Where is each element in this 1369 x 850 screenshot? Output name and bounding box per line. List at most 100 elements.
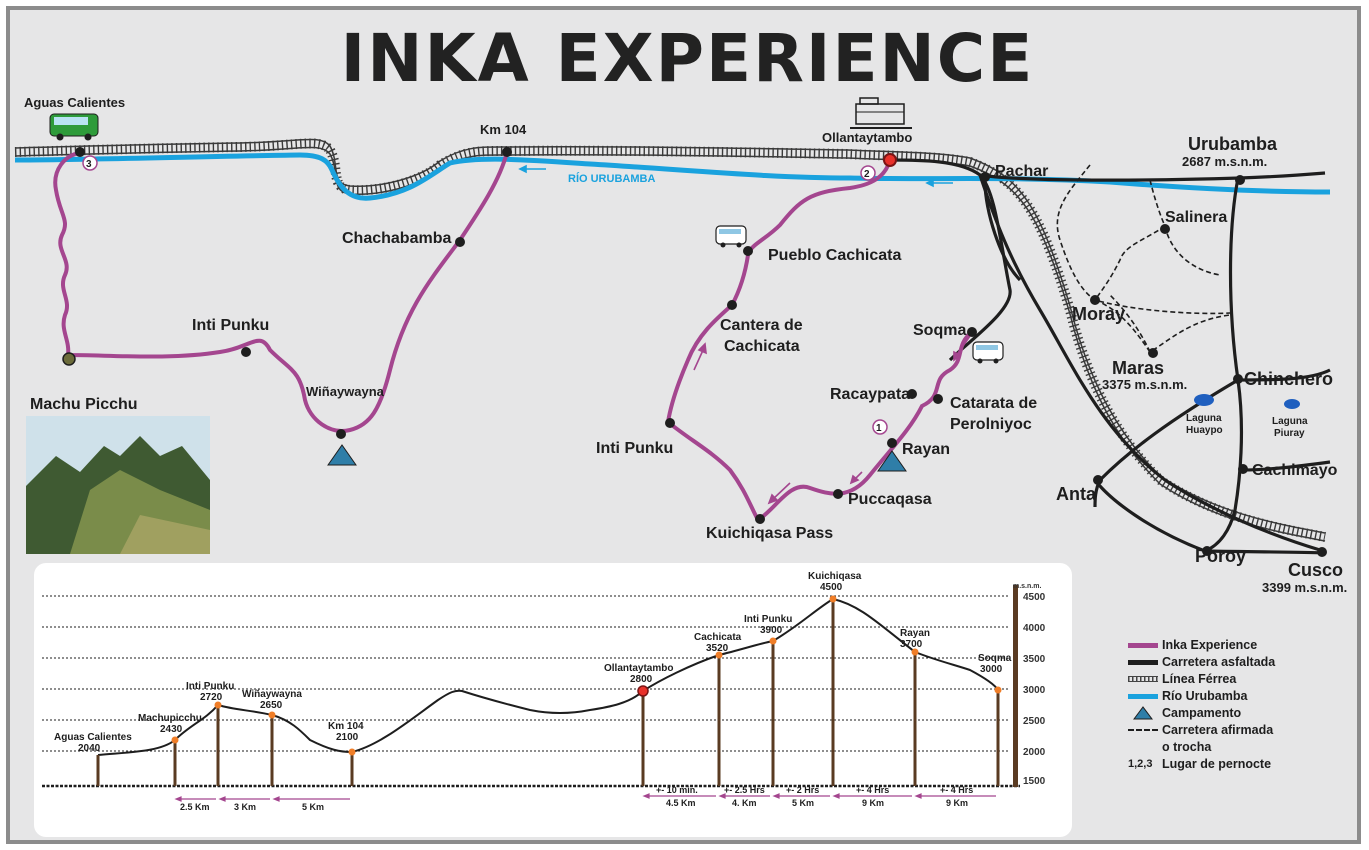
profile-gridlines (42, 595, 1010, 752)
profile-name-inti-punku-2: Inti Punku (744, 614, 792, 625)
legend-label-camp: Campamento (1162, 706, 1242, 720)
map-frame: INKA EXPERIENCE RÍO URUBAMBA (6, 6, 1361, 844)
label-puccaqasa: Puccaqasa (848, 491, 932, 508)
label-chinchero: Chinchero (1244, 369, 1333, 389)
label-cantera: Cantera de (720, 317, 803, 334)
label-laguna-huaypo: Laguna (1186, 413, 1222, 424)
label-maras: Maras (1112, 358, 1164, 378)
label-laguna-huaypo-2: Huaypo (1186, 425, 1223, 436)
label-soqma: Soqma (913, 322, 966, 339)
profile-name-cachicata: Cachicata (694, 632, 742, 643)
label-racaypata: Racaypata (830, 386, 910, 403)
profile-unit-label: m.s.n.m. (1013, 583, 1041, 590)
train-icon (850, 97, 912, 129)
segment-right-5-dist: 9 Km (946, 798, 968, 808)
inka-trail-west (53, 151, 509, 433)
legend-night-numbers: 1,2,3 (1128, 758, 1153, 770)
label-urubamba-alt: 2687 m.s.n.m. (1182, 154, 1267, 169)
profile-name-rayan: Rayan (900, 628, 930, 639)
profile-alt-inti-punku-1: 2720 (200, 692, 223, 703)
y-tick-2000: 2000 (1023, 747, 1046, 758)
map-nodes (62, 147, 1327, 557)
profile-poles (96, 599, 1000, 786)
van-icon (715, 225, 747, 248)
profile-alt-winaywayna: 2650 (260, 700, 283, 711)
profile-alt-soqma: 3000 (980, 664, 1003, 675)
profile-alt-cachicata: 3520 (706, 643, 729, 654)
label-maras-alt: 3375 m.s.n.m. (1102, 377, 1187, 392)
night-marker-2: 2 (864, 169, 870, 180)
label-rayan: Rayan (902, 441, 950, 458)
label-pueblo-cachicata: Pueblo Cachicata (768, 247, 901, 264)
profile-name-soqma: Soqma (978, 653, 1012, 664)
label-laguna-piuray-2: Piuray (1274, 428, 1305, 439)
laguna-icon (1194, 394, 1300, 409)
label-catarata-2: Perolniyoc (950, 416, 1032, 433)
label-moray: Moray (1072, 304, 1125, 324)
camp-tent-icon (327, 444, 907, 472)
segment-right-1-time: +- 10 min. (656, 785, 698, 795)
label-chachabamba: Chachabamba (342, 230, 451, 247)
legend-label-night: Lugar de pernocte (1162, 757, 1272, 771)
label-cachimayo: Cachimayo (1252, 462, 1338, 479)
legend-label-rail: Línea Férrea (1162, 672, 1237, 686)
legend-label-trail: Inka Experience (1162, 638, 1258, 652)
trail-direction-arrows (693, 335, 971, 505)
profile-name-km104: Km 104 (328, 721, 364, 732)
profile-y-axis: m.s.n.m. 4500 4000 3500 3000 2500 2000 1… (1013, 583, 1046, 787)
profile-alt-ollantaytambo: 2800 (630, 674, 653, 685)
legend-item-camp: Campamento (1128, 706, 1241, 720)
y-tick-3000: 3000 (1023, 685, 1046, 696)
label-inti-punku-west: Inti Punku (192, 317, 269, 334)
profile-name-winaywayna: Wiñaywayna (242, 689, 302, 700)
profile-alt-aguas-calientes: 2040 (78, 743, 101, 754)
elevation-profile: Aguas Calientes 2040 Machupicchu 2430 In… (34, 563, 1072, 837)
legend-swatch-trail (1128, 642, 1158, 648)
segment-right-4-time: +- 4 Hrs (856, 785, 889, 795)
legend-item-dirt-road: Carretera afirmada (1128, 723, 1273, 737)
camp-tent-legend-icon (1128, 706, 1158, 720)
profile-alt-machupicchu: 2430 (160, 724, 183, 735)
night-markers: 3 2 1 (82, 155, 888, 435)
y-tick-4000: 4000 (1023, 623, 1046, 634)
legend-swatch-dirt-road (1128, 729, 1158, 731)
map-title: INKA EXPERIENCE (340, 20, 1035, 97)
label-anta: Anta (1056, 484, 1097, 504)
machu-picchu-image (26, 416, 210, 554)
profile-markers (171, 595, 1002, 756)
profile-alt-inti-punku-2: 3900 (760, 625, 783, 636)
profile-name-ollantaytambo: Ollantaytambo (604, 663, 673, 674)
label-cantera-2: Cachicata (724, 338, 800, 355)
label-urubamba: Urubamba (1188, 134, 1278, 154)
night-marker-1: 1 (876, 423, 882, 434)
legend-item-rail: Línea Férrea (1128, 672, 1236, 686)
segment-right-5-time: +- 4 Hrs (940, 785, 973, 795)
map-legend: Inka Experience Carretera asfaltada Líne… (1122, 630, 1298, 786)
label-machu-picchu: Machu Picchu (30, 396, 138, 413)
van-icon-2 (972, 341, 1004, 364)
legend-swatch-road (1128, 659, 1158, 665)
legend-label-river: Río Urubamba (1162, 689, 1248, 703)
profile-alt-rayan: 3700 (900, 639, 923, 650)
profile-curve (97, 597, 999, 756)
label-km104: Km 104 (480, 122, 527, 137)
river-flow-arrow (518, 164, 953, 188)
y-tick-4500: 4500 (1023, 592, 1046, 603)
label-catarata: Catarata de (950, 395, 1037, 412)
label-salinera: Salinera (1165, 209, 1227, 226)
map-labels: Aguas Calientes Km 104 Ollantaytambo Pac… (24, 95, 1347, 595)
profile-name-aguas-calientes: Aguas Calientes (54, 732, 132, 743)
profile-name-kuichiqasa: Kuichiqasa (808, 571, 862, 582)
legend-swatch-river (1128, 693, 1158, 699)
legend-label-road: Carretera asfaltada (1162, 655, 1276, 669)
label-winaywayna: Wiñaywayna (306, 384, 385, 399)
label-kuichiqasa-pass: Kuichiqasa Pass (706, 525, 833, 542)
river-label: RÍO URUBAMBA (568, 172, 655, 185)
legend-swatch-rail (1128, 676, 1158, 682)
segment-right-2-time: +- 2.5 Hrs (724, 785, 765, 795)
profile-axis-bar (1013, 585, 1018, 787)
profile-segments: 2.5 Km 3 Km 5 Km +- 10 min. 4.5 Km +- 2.… (174, 785, 996, 812)
railway-line (14, 138, 1326, 542)
profile-name-inti-punku-1: Inti Punku (186, 681, 234, 692)
label-cusco-alt: 3399 m.s.n.m. (1262, 580, 1347, 595)
